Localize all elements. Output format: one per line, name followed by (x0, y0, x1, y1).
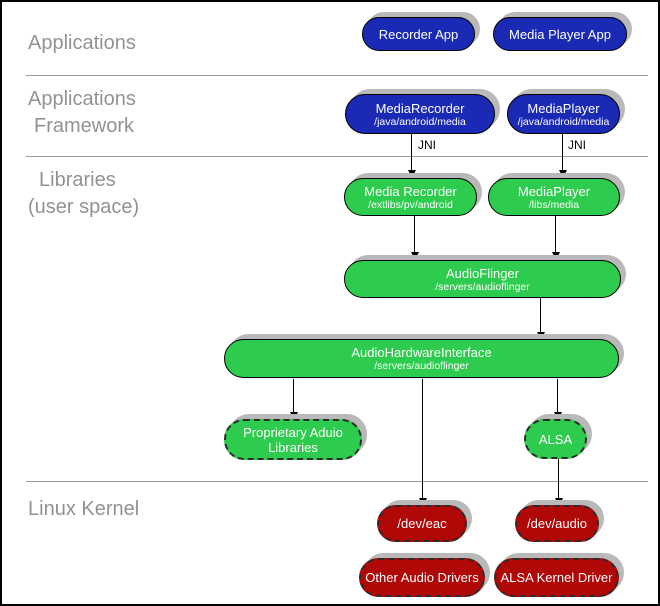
layer-label-text: Linux Kernel (28, 498, 140, 520)
divider-applications-framework (26, 75, 648, 76)
node-path: /java/android/media (517, 115, 610, 128)
node-title: MediaRecorder (375, 100, 465, 116)
node-recorder-app: Recorder App (362, 17, 475, 51)
node-path: /java/android/media (374, 115, 466, 128)
layer-label-text: Applications (28, 32, 136, 54)
arrow-mediarecorder-jni (407, 134, 416, 178)
jni-label-right: JNI (568, 138, 586, 152)
node-mediaplayer-framework: MediaPlayer /java/android/media (507, 94, 620, 134)
node-path: /servers/audioflinger (374, 360, 469, 372)
node-title: ALSA (538, 431, 573, 447)
arrow-ahi-to-dev-eac (418, 379, 427, 506)
layer-label-linux-kernel: Linux Kernel (28, 496, 139, 523)
node-dev-eac: /dev/eac (377, 505, 467, 542)
divider-libraries-kernel (26, 481, 648, 482)
node-alsa: ALSA (524, 419, 587, 459)
node-path: /extlibs/pv/android (368, 198, 453, 211)
node-title: /dev/eac (397, 516, 447, 531)
node-title: AudioFlinger (446, 265, 519, 281)
node-title: ALSA Kernel Driver (500, 570, 613, 585)
arrow-mediaplayer-to-audioflinger (551, 216, 560, 260)
arrow-ahi-to-proprietary-audio (289, 379, 298, 420)
node-media-recorder-library: Media Recorder /extlibs/pv/android (344, 178, 477, 216)
node-title: MediaPlayer (527, 100, 600, 116)
arrow-mediarecorder-to-audioflinger (410, 216, 419, 260)
node-alsa-kernel-driver: ALSA Kernel Driver (494, 558, 619, 597)
node-mediarecorder-framework: MediaRecorder /java/android/media (345, 94, 495, 134)
node-path: /servers/audioflinger (435, 280, 530, 293)
arrow-alsa-to-dev-audio (554, 459, 563, 506)
node-path: /libs/media (528, 198, 580, 211)
node-title: /dev/audio (527, 516, 587, 531)
arrow-mediaplayer-jni (558, 134, 567, 178)
layer-label-text: (user space) (28, 196, 140, 218)
divider-framework-libraries (26, 156, 648, 157)
node-title: MediaPlayer (517, 183, 591, 199)
node-title: Other Audio Drivers (365, 570, 479, 585)
layer-label-applications-framework: Applications Framework (28, 86, 136, 140)
node-title: Proprietary Aduio Libraries (243, 424, 343, 455)
layer-label-text: Framework (34, 115, 135, 137)
node-title: Media Player App (509, 26, 611, 42)
node-media-player-app: Media Player App (493, 17, 627, 51)
node-proprietary-audio-libraries: Proprietary Aduio Libraries (224, 419, 362, 460)
node-title: AudioHardwareInterface (351, 345, 492, 360)
arrow-ahi-to-alsa (553, 379, 562, 420)
arrow-audioflinger-to-audiohardwareinterface (536, 298, 545, 340)
node-audioflinger: AudioFlinger /servers/audioflinger (344, 260, 621, 298)
layer-label-text: Libraries (39, 169, 116, 191)
jni-label-left: JNI (418, 138, 436, 152)
node-mediaplayer-library: MediaPlayer /libs/media (488, 178, 620, 216)
node-dev-audio: /dev/audio (515, 505, 599, 542)
layer-label-applications: Applications (28, 30, 136, 57)
layer-label-text: Applications (28, 88, 136, 110)
node-audiohardwareinterface: AudioHardwareInterface /servers/audiofli… (224, 339, 619, 378)
node-other-audio-drivers: Other Audio Drivers (359, 558, 485, 597)
layer-label-libraries: Libraries (user space) (28, 167, 139, 221)
node-title: Media Recorder (364, 183, 457, 199)
node-title: Recorder App (378, 26, 459, 42)
